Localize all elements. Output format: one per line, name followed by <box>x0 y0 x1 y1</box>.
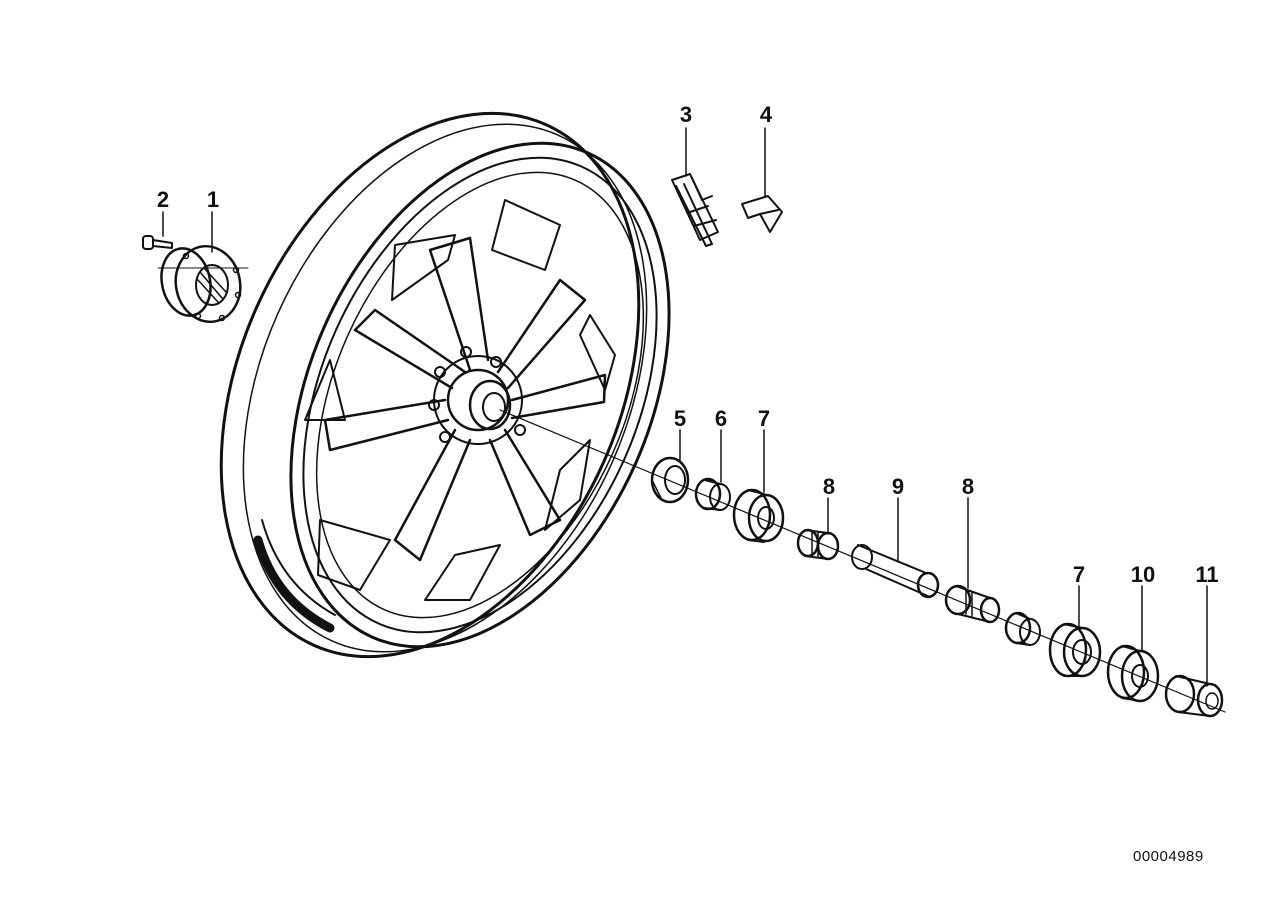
wheel-rim <box>219 111 671 659</box>
wheel-hub <box>428 346 526 445</box>
callout-10: 10 <box>1130 562 1156 587</box>
leader-lines <box>162 127 1208 687</box>
threaded-sleeve-part-a <box>796 528 840 561</box>
sealed-bearing-part <box>1106 644 1160 703</box>
spacer-bushing-part <box>694 477 731 511</box>
callout-7a: 7 <box>757 406 771 431</box>
callout-2: 2 <box>156 187 170 212</box>
spacer-ring-part <box>1004 611 1041 646</box>
axle-centerline <box>499 409 1226 713</box>
callout-9: 9 <box>891 474 905 499</box>
callout-6: 6 <box>714 406 728 431</box>
diagram-reference-number: 00004989 <box>1133 848 1204 865</box>
seal-ring-part <box>650 456 690 504</box>
flange-bolt-part <box>142 235 173 250</box>
drive-flange-part <box>157 244 249 324</box>
callout-7b: 7 <box>1072 562 1086 587</box>
ball-bearing-part-a <box>732 488 785 543</box>
threaded-sleeve-part-b <box>944 584 1001 624</box>
callout-3: 3 <box>679 102 693 127</box>
callout-8b: 8 <box>961 474 975 499</box>
balance-weight-strip-part <box>671 173 719 247</box>
callout-4: 4 <box>759 102 773 127</box>
callout-1: 1 <box>206 187 220 212</box>
callout-5: 5 <box>673 406 687 431</box>
ball-bearing-part-b <box>1048 622 1102 678</box>
end-bushing-part <box>1164 674 1224 718</box>
clip-weight-part <box>741 195 783 233</box>
wheel-spokes <box>304 199 616 601</box>
callout-11: 11 <box>1195 562 1219 587</box>
callout-8a: 8 <box>822 474 836 499</box>
spacer-tube-part <box>851 544 940 599</box>
